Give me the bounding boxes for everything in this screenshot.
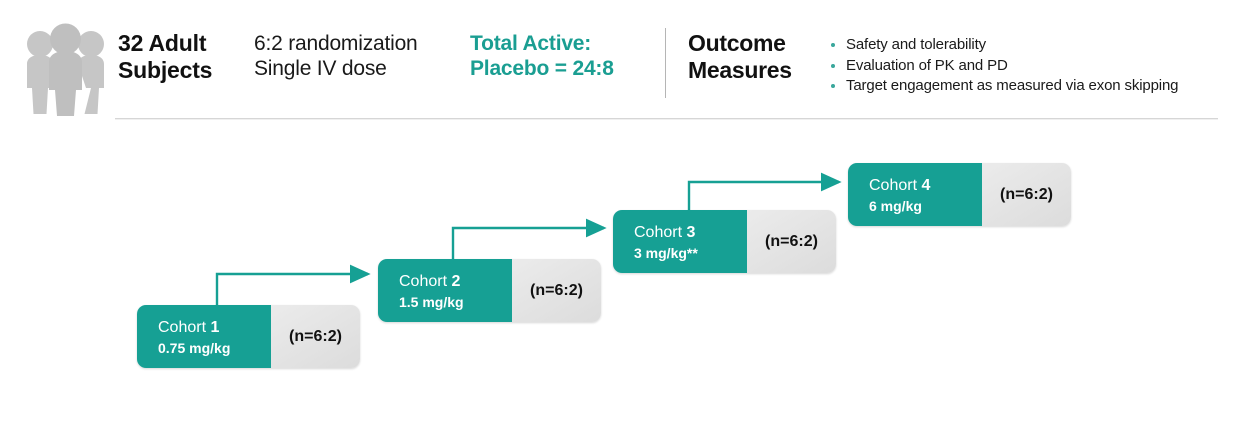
list-item-label: Safety and tolerability bbox=[846, 36, 986, 53]
cohort-title-prefix: Cohort bbox=[634, 224, 687, 241]
study-design-label: 6:2 randomization Single IV dose bbox=[254, 32, 418, 80]
list-item: Evaluation of PK and PD bbox=[828, 56, 1178, 77]
list-item-label: Evaluation of PK and PD bbox=[846, 56, 1008, 74]
cohort-number: 4 bbox=[921, 177, 931, 194]
subjects-count-label: 32 Adult Subjects bbox=[118, 30, 213, 84]
arrow-cohort2-to-cohort3 bbox=[451, 218, 607, 259]
cohort-card-2[interactable]: Cohort 2 1.5 mg/kg (n=6:2) bbox=[378, 259, 601, 322]
people-group-icon bbox=[27, 23, 104, 116]
cohort-teal-panel bbox=[848, 163, 982, 226]
cohort-number: 1 bbox=[210, 319, 220, 336]
header-vertical-divider bbox=[665, 28, 666, 98]
list-item: Target engagement as measured via exon s… bbox=[828, 76, 1178, 97]
cohort-number: 2 bbox=[451, 273, 461, 290]
cohort-dose: 6 mg/kg bbox=[869, 198, 922, 215]
cohort-card-1[interactable]: Cohort 1 0.75 mg/kg (n=6:2) bbox=[137, 305, 360, 368]
cohort-card-3[interactable]: Cohort 3 3 mg/kg** (n=6:2) bbox=[613, 210, 836, 273]
cohort-card-4[interactable]: Cohort 4 6 mg/kg (n=6:2) bbox=[848, 163, 1071, 226]
cohort-n-label: (n=6:2) bbox=[1000, 185, 1053, 203]
bullet-icon bbox=[831, 43, 835, 47]
outcome-measures-title: Outcome Measures bbox=[688, 30, 792, 84]
cohort-title: Cohort 4 bbox=[869, 176, 930, 196]
cohort-title-prefix: Cohort bbox=[399, 273, 452, 290]
header-horizontal-rule bbox=[115, 118, 1218, 120]
cohort-text-group: Cohort 4 6 mg/kg bbox=[869, 176, 930, 216]
cohort-text-group: Cohort 2 1.5 mg/kg bbox=[399, 272, 464, 312]
cohort-n-label: (n=6:2) bbox=[530, 281, 583, 299]
cohort-dose: 1.5 mg/kg bbox=[399, 294, 464, 311]
cohort-text-group: Cohort 1 0.75 mg/kg bbox=[158, 318, 230, 358]
arrow-cohort1-to-cohort2 bbox=[215, 264, 371, 305]
cohort-n-label: (n=6:2) bbox=[765, 232, 818, 250]
arrow-cohort3-to-cohort4 bbox=[687, 172, 842, 210]
bullet-icon bbox=[831, 63, 835, 68]
cohort-dose: 0.75 mg/kg bbox=[158, 340, 231, 357]
list-item-label: Target engagement as measured via exon s… bbox=[846, 77, 1179, 94]
cohort-teal-panel bbox=[613, 210, 747, 273]
outcome-measures-list: Safety and tolerability Evaluation of PK… bbox=[828, 35, 1178, 97]
cohort-dose: 3 mg/kg** bbox=[634, 245, 698, 262]
cohort-n-label: (n=6:2) bbox=[289, 327, 342, 345]
cohort-title-prefix: Cohort bbox=[869, 177, 922, 194]
cohort-title: Cohort 1 bbox=[158, 318, 230, 338]
bullet-icon bbox=[831, 84, 835, 88]
cohort-title-prefix: Cohort bbox=[158, 319, 211, 336]
cohort-number: 3 bbox=[686, 224, 696, 241]
cohort-teal-panel bbox=[378, 259, 512, 322]
cohort-title: Cohort 3 bbox=[634, 223, 698, 243]
cohort-teal-panel bbox=[137, 305, 271, 368]
active-placebo-ratio-label: Total Active: Placebo = 24:8 bbox=[470, 32, 614, 80]
cohort-title: Cohort 2 bbox=[399, 272, 464, 292]
cohort-text-group: Cohort 3 3 mg/kg** bbox=[634, 223, 698, 263]
list-item: Safety and tolerability bbox=[828, 35, 1178, 56]
